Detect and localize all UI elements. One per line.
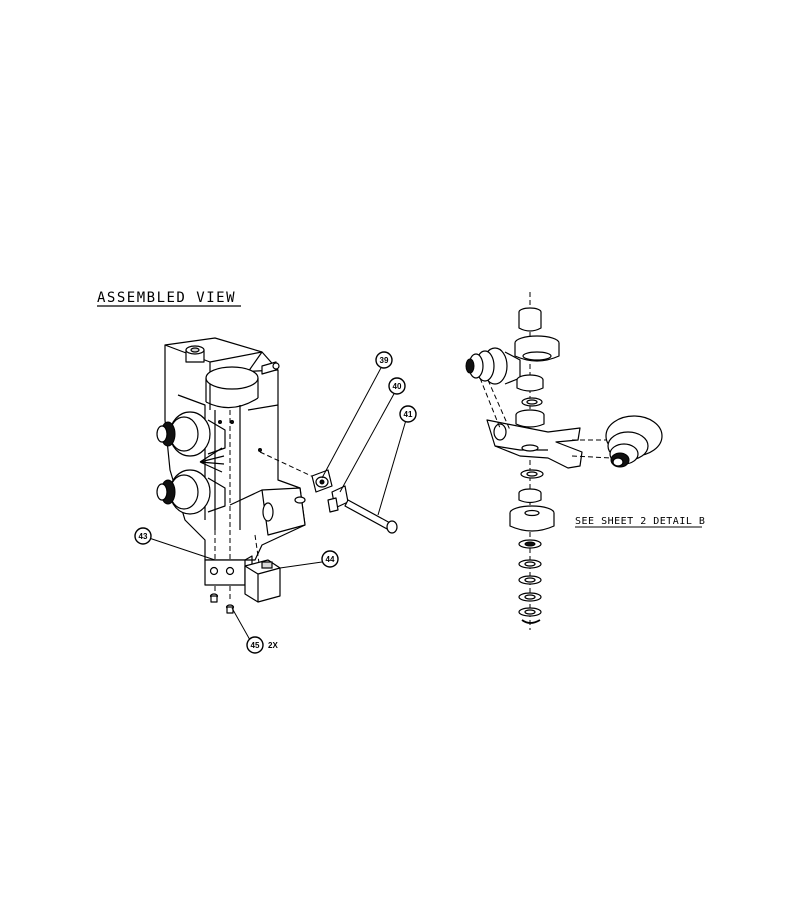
svg-text:40: 40 [393, 382, 402, 391]
part-43-bracket [204, 555, 253, 586]
svg-text:45: 45 [251, 641, 260, 650]
view-title: ASSEMBLED VIEW [97, 290, 236, 306]
part-41-bolt [344, 499, 398, 534]
part-45-screws [209, 593, 235, 614]
assembled-housing [156, 337, 306, 561]
exploded-stack [465, 307, 583, 624]
callout-41: 41 [399, 405, 417, 423]
part-40-clip [327, 485, 349, 513]
svg-text:44: 44 [326, 555, 335, 564]
svg-text:41: 41 [404, 410, 413, 419]
reference-note: SEE SHEET 2 DETAIL B [575, 516, 705, 527]
part-44-block [244, 559, 281, 603]
lower-roller [156, 469, 226, 515]
callout-45: 45 [246, 636, 264, 654]
svg-text:39: 39 [380, 356, 389, 365]
part-39-pin [311, 469, 333, 493]
callout-40: 40 [388, 377, 406, 395]
callout-39: 39 [375, 351, 393, 369]
quantity-note: 2X [268, 641, 278, 650]
callout-44: 44 [321, 550, 339, 568]
side-roller [571, 415, 663, 468]
svg-text:43: 43 [139, 532, 148, 541]
callout-43: 43 [134, 527, 152, 545]
upper-roller [156, 411, 226, 457]
